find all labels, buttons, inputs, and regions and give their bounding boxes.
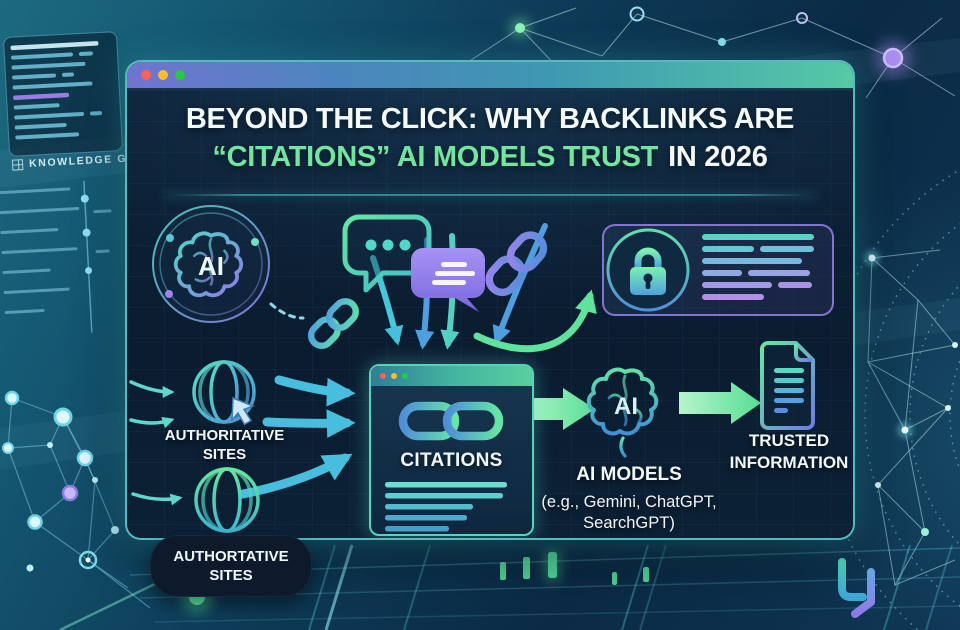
brand-logo-icon bbox=[826, 556, 890, 629]
minimize-icon bbox=[158, 70, 168, 80]
dashed-connector bbox=[269, 302, 305, 320]
citations-titlebar bbox=[371, 366, 532, 386]
authortative-sites-label: AUTHORTATIVE SITES bbox=[173, 548, 289, 584]
ai-models-examples: (e.g., Gemini, ChatGPT, SearchGPT) bbox=[541, 493, 717, 532]
data-list-panel bbox=[0, 179, 126, 342]
document-text-lines bbox=[774, 368, 804, 413]
arrow-citations-to-ai bbox=[522, 388, 595, 430]
ring-node bbox=[796, 12, 808, 24]
arrow-inbound-3 bbox=[131, 492, 183, 506]
ring-node bbox=[629, 6, 645, 22]
ring-dot bbox=[251, 238, 259, 246]
zoom-icon bbox=[402, 373, 408, 379]
arrow-to-lock bbox=[473, 289, 597, 353]
ai-brain-circle-icon: AI bbox=[149, 202, 273, 331]
arrow-ai-to-trusted bbox=[679, 382, 761, 424]
browser-window: BEYOND THE CLICK: WHY BACKLINKS ARE “CIT… bbox=[125, 60, 855, 540]
purple-node bbox=[882, 47, 904, 69]
ring-dot bbox=[166, 234, 174, 242]
arrow-sites-to-citations-1 bbox=[274, 375, 356, 407]
arrow-down-1 bbox=[370, 255, 404, 346]
arrow-sites-to-citations-2 bbox=[262, 409, 356, 438]
divider-line bbox=[163, 194, 817, 196]
page-title: BEYOND THE CLICK: WHY BACKLINKS ARE “CIT… bbox=[127, 100, 853, 176]
arrow-inbound-1 bbox=[129, 380, 175, 398]
grid-icon bbox=[11, 158, 24, 171]
brain-ai-icon: AI bbox=[579, 358, 673, 475]
citations-label: CITATIONS bbox=[400, 450, 503, 471]
authortative-sites-pill: AUTHORTATIVE SITES bbox=[150, 535, 312, 597]
code-lines bbox=[10, 41, 103, 140]
small-chain-link-icon bbox=[303, 290, 365, 361]
title-suffix: IN 2026 bbox=[668, 141, 768, 173]
outline-bubble bbox=[342, 214, 432, 293]
globe-icon bbox=[187, 460, 267, 538]
chat-bubbles-icon bbox=[335, 212, 495, 335]
zoom-icon bbox=[175, 70, 185, 80]
code-editor-panel bbox=[2, 31, 124, 157]
citation-text-lines bbox=[385, 482, 507, 532]
document-icon bbox=[759, 340, 821, 437]
window-body: BEYOND THE CLICK: WHY BACKLINKS ARE “CIT… bbox=[127, 90, 853, 538]
link-icon bbox=[398, 401, 504, 441]
ai-badge-text: AI bbox=[614, 393, 638, 420]
title-line-1: BEYOND THE CLICK: WHY BACKLINKS ARE bbox=[185, 103, 795, 135]
ring-dot bbox=[165, 290, 173, 298]
arrow-inbound-2 bbox=[129, 416, 175, 429]
redacted-text-lines bbox=[702, 234, 814, 300]
padlock-icon bbox=[630, 247, 666, 295]
citations-browser-window: CITATIONS bbox=[369, 364, 534, 536]
close-icon bbox=[141, 70, 151, 80]
title-line-2: “CITATIONS” AI MODELS TRUST IN 2026 bbox=[127, 138, 853, 176]
window-titlebar bbox=[127, 62, 853, 90]
secure-content-panel bbox=[602, 224, 834, 316]
chain-link-icon bbox=[477, 217, 557, 314]
teal-node bbox=[718, 38, 726, 46]
purple-node bbox=[61, 484, 79, 502]
trusted-information-label: TRUSTED INFORMATION bbox=[729, 431, 849, 472]
ai-badge-text: AI bbox=[198, 251, 224, 281]
minimize-icon bbox=[391, 373, 397, 379]
ai-models-label: AI MODELS bbox=[576, 464, 682, 485]
close-icon bbox=[380, 373, 386, 379]
left-network-nodes bbox=[2, 390, 119, 572]
globe-cursor-icon bbox=[185, 354, 265, 439]
authoritative-sites-label: AUTHORITATIVE SITES bbox=[164, 427, 285, 463]
green-node bbox=[515, 23, 525, 33]
sphere-nodes bbox=[864, 250, 958, 536]
title-highlight: “CITATIONS” AI MODELS TRUST bbox=[212, 141, 659, 173]
cursor-icon bbox=[231, 396, 256, 426]
